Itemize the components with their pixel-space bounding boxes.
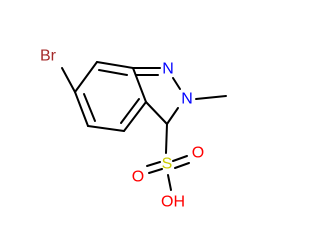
- bond-lines: [61, 61, 227, 191]
- bond-c6-c5-inner: [83, 93, 96, 122]
- bond-c4-c3a: [123, 101, 147, 132]
- bond-s-o1: [146, 161, 161, 167]
- bond-c4-c3a-inner: [120, 98, 140, 124]
- bond-c5-c4: [87, 125, 125, 132]
- bond-c3-c3a: [145, 101, 168, 125]
- chemical-structure-diagram: Br N N S O O OH: [40, 48, 227, 211]
- atom-oxygen-1: O: [132, 169, 144, 186]
- atom-oxygen-2: O: [192, 145, 204, 162]
- bond-s-o1-second: [148, 168, 163, 174]
- bond-c6-br: [61, 67, 76, 93]
- bond-c7-c6: [74, 61, 98, 93]
- bond-c6-c5: [74, 91, 89, 127]
- atom-sulfur: S: [162, 156, 173, 173]
- bond-n2-methyl: [195, 95, 227, 100]
- bond-n1-n2: [172, 77, 181, 90]
- atom-labels: Br N N S O O OH: [40, 48, 204, 211]
- bond-s-o2-second: [174, 162, 190, 169]
- bond-n2-c3: [166, 107, 179, 125]
- atom-nitrogen-2: N: [181, 91, 193, 108]
- bond-s-oh: [167, 174, 172, 191]
- bond-c3-s: [165, 123, 168, 154]
- atom-bromine: Br: [40, 48, 57, 65]
- atom-hydroxyl: OH: [161, 194, 185, 211]
- bond-c3a-c7a: [132, 67, 147, 103]
- bond-c7a-c7: [96, 61, 134, 69]
- bond-s-o2: [172, 155, 188, 162]
- bond-c7a-c7-inner: [98, 69, 128, 76]
- atom-nitrogen-1: N: [162, 61, 174, 78]
